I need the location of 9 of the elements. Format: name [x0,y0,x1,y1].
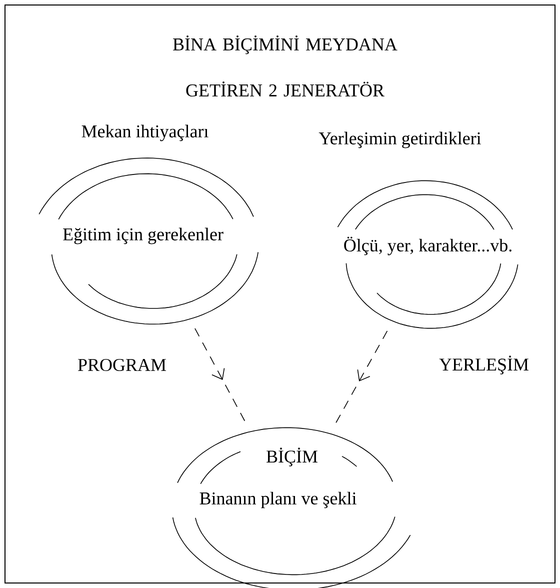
heading: Mekan ihtiyaçları [82,124,208,142]
edge-label: PROGRAM [78,358,166,372]
heading: Yerleşimin getirdikleri [318,132,481,148]
body-text: Eğitim için gerekenler [63,228,224,244]
body-text: Binanın planı ve şekli [200,492,356,508]
body-text: Ölçü, yer, karakter...vb. [344,236,512,256]
title: BİNA BİÇİMİNİ MEYDANA GETİREN 2 JENERATÖR [173,35,398,96]
edge-label: YERLEŞİM [439,356,528,374]
heading: BİÇİM [266,448,318,466]
